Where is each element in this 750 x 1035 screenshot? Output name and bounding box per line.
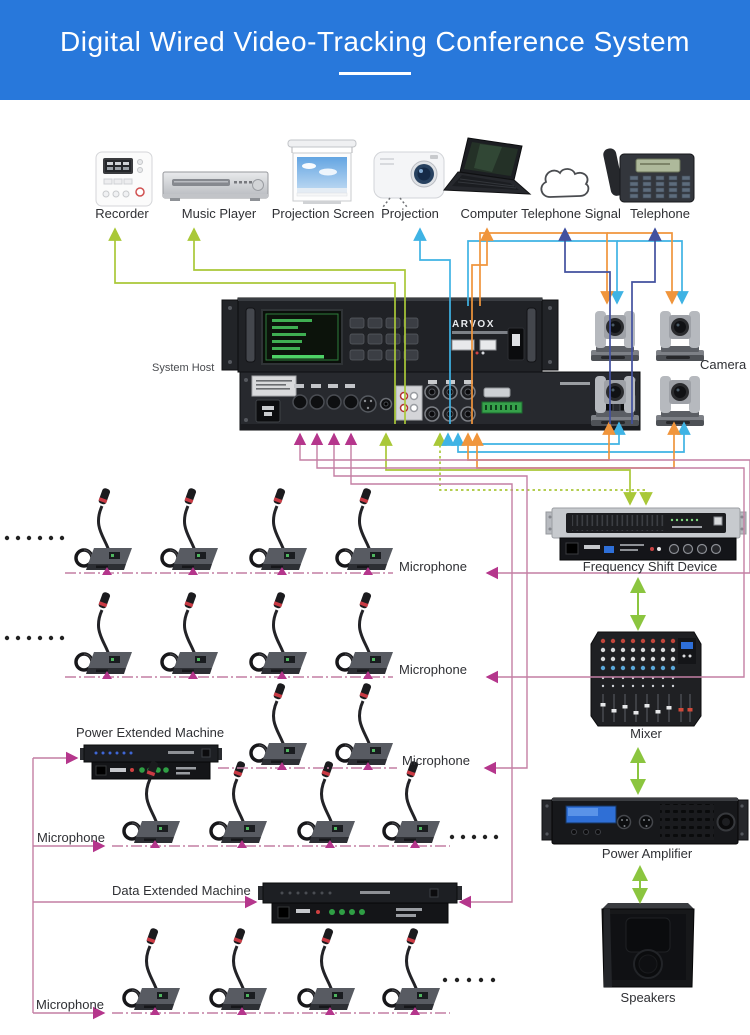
microphone-row-3 [249,680,395,767]
telephone-device [603,148,695,203]
computer-device [443,137,532,195]
chain-node-arrows [102,567,420,1015]
label-camera: Camera [700,357,747,372]
ellipsis-dots [4,535,499,983]
label-mixer: Mixer [630,726,662,741]
mixer-device [590,631,702,727]
microphone-row-1 [74,485,395,572]
page-title: Digital Wired Video-Tracking Conference … [60,26,690,57]
microphone-row-2 [74,589,395,676]
data-extended-machine [258,882,462,924]
recorder-device [95,151,153,207]
microphone-row-5 [122,925,442,1012]
projector-device [373,151,445,208]
music-player-device [162,171,269,201]
label-frequency-shift-device: Frequency Shift Device [582,559,718,574]
label-music-player: Music Player [181,206,257,221]
label-microphone-row-3: Microphone [402,753,470,768]
label-projection: Projection [381,206,439,221]
camera-2 [656,311,704,361]
label-system-host: System Host [152,362,215,374]
label-power-extended-machine: Power Extended Machine [76,725,225,740]
label-telephone: Telephone [630,206,690,221]
label-power-amplifier: Power Amplifier [601,846,693,861]
telephone-signal-cloud [540,168,590,198]
label-data-extended-machine: Data Extended Machine [112,883,251,898]
system-host-rear [239,371,641,431]
label-microphone-row-4: Microphone [37,830,105,845]
host-brand-text: ARVOX [452,319,495,330]
title-underline [339,72,411,75]
header-banner: Digital Wired Video-Tracking Conference … [0,0,750,100]
label-telephone-signal: Telephone Signal [521,206,621,221]
label-recorder: Recorder [95,206,149,221]
label-microphone-row-2: Microphone [399,662,467,677]
power-amplifier-device [541,797,749,845]
frequency-shift-device [545,507,747,561]
label-speakers: Speakers [620,990,676,1005]
camera-4 [656,376,704,426]
label-microphone-row-1: Microphone [399,559,467,574]
label-projection-screen: Projection Screen [271,206,375,221]
connection-lines [32,227,750,1020]
label-computer: Computer [460,206,518,221]
speakers-device [601,903,695,988]
projection-screen-device [287,139,357,204]
system-host-front: ARVOX [221,297,559,373]
label-microphone-row-5: Microphone [36,997,104,1012]
